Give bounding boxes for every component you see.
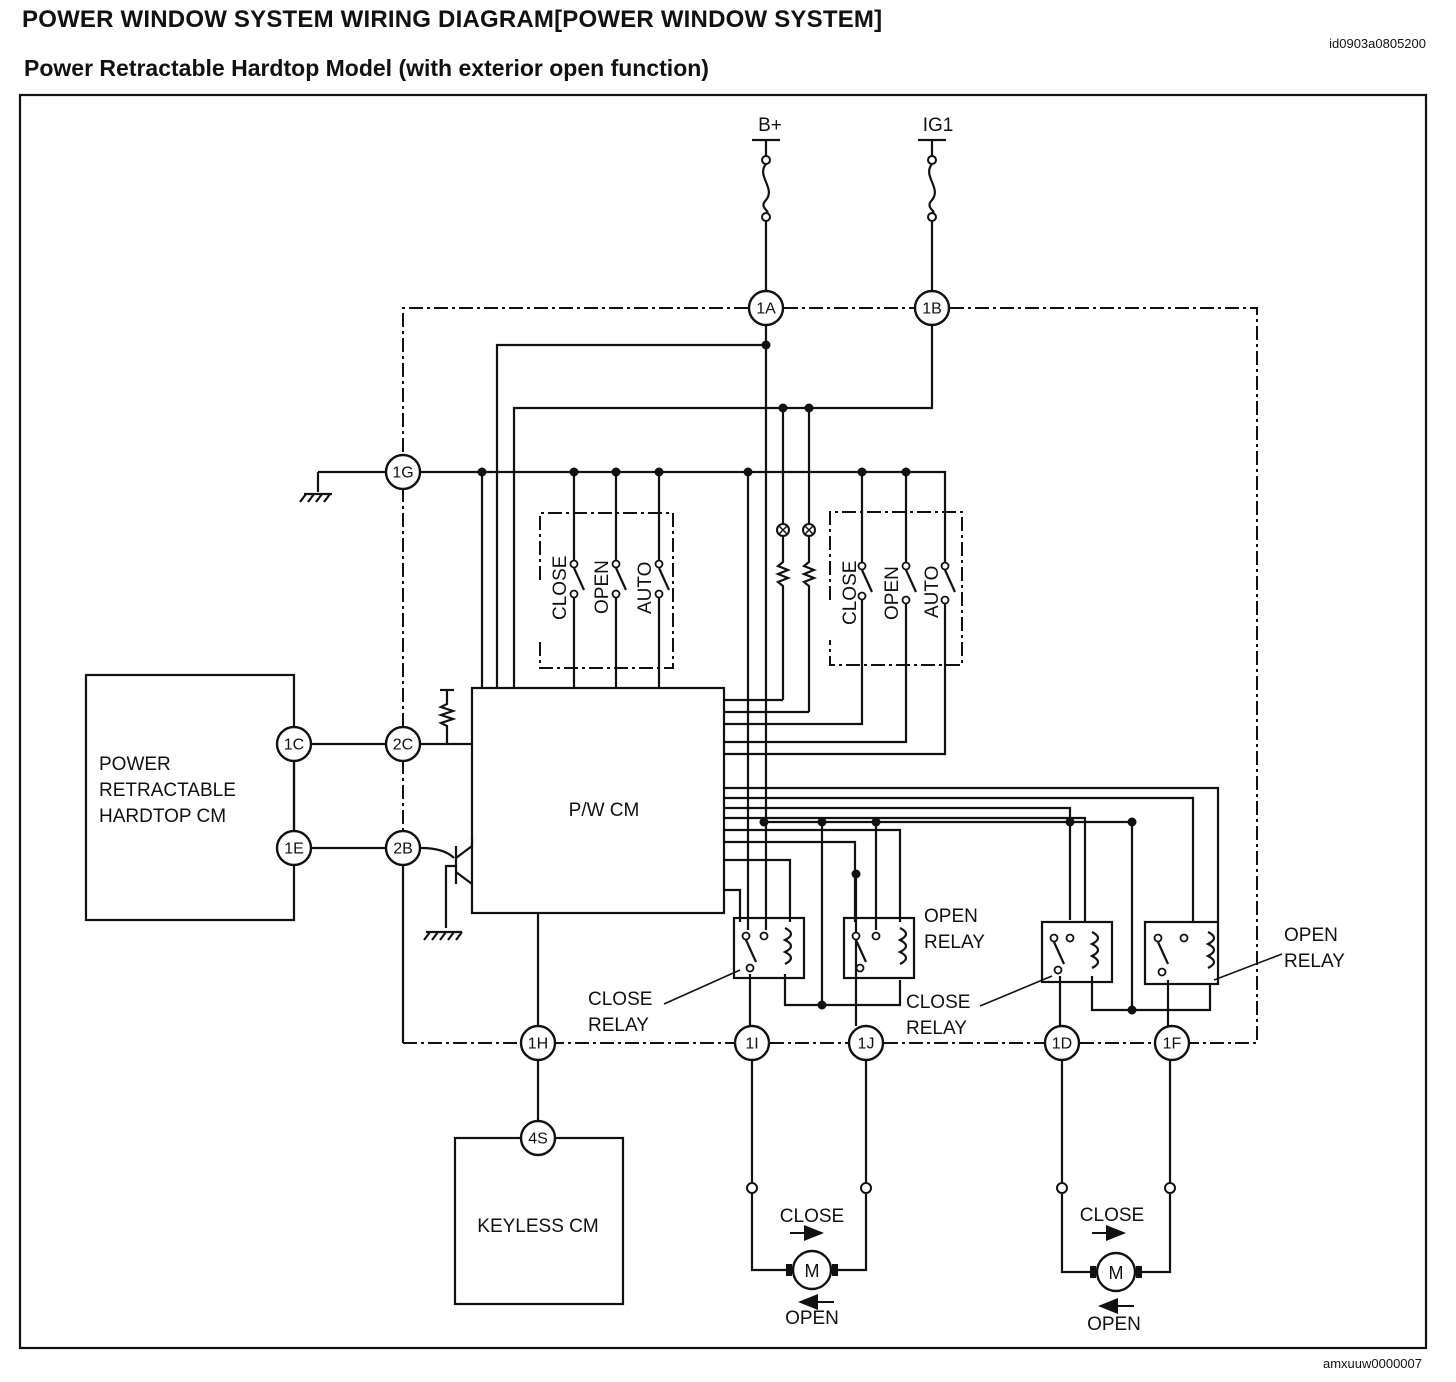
connector-2C: 2C <box>384 725 422 763</box>
close-relay-left <box>732 916 806 980</box>
relay-coil-icon <box>1089 931 1100 969</box>
harness-outline <box>401 307 1258 1044</box>
close-relay-label-line1: CLOSE <box>906 992 970 1013</box>
open-relay-label-line2: RELAY <box>1284 951 1345 972</box>
ignition-label: IG1 <box>923 115 954 136</box>
document-id: id0903a0805200 <box>1329 36 1426 51</box>
pw-cm-box <box>470 686 726 915</box>
connector-1E: 1E <box>275 829 313 867</box>
motor-close-label: CLOSE <box>1080 1205 1144 1226</box>
connector-1I: 1I <box>733 1024 771 1062</box>
switch-close-label: CLOSE <box>550 556 571 620</box>
connector-1B: 1B <box>913 289 951 327</box>
svg-text:1J: 1J <box>858 1036 875 1053</box>
motor-close-label: CLOSE <box>780 1206 844 1227</box>
motor-right: M CLOSE OPEN <box>1056 1060 1176 1335</box>
svg-text:1B: 1B <box>922 301 942 318</box>
close-relay-right <box>1040 920 1114 984</box>
battery-supply: B+ <box>752 115 782 294</box>
transistor-icon <box>444 838 474 928</box>
open-relay-left <box>842 916 916 980</box>
hardtop-cm-label-line1: POWER <box>99 754 171 775</box>
indicator-lamp-icon <box>802 523 816 537</box>
diagram-subtitle: Power Retractable Hardtop Model (with ex… <box>24 55 709 81</box>
window-switch-left: CLOSE OPEN AUTO <box>539 472 674 688</box>
motor-icon <box>1095 1251 1137 1293</box>
svg-text:1E: 1E <box>284 841 304 858</box>
svg-text:2C: 2C <box>393 737 413 754</box>
battery-fuse-icon <box>762 163 770 215</box>
svg-text:2B: 2B <box>393 841 413 858</box>
motor-icon <box>791 1249 833 1291</box>
relay-coil-icon <box>897 927 908 965</box>
relay-control-wiring <box>477 340 1220 1126</box>
pw-cm-label: P/W CM <box>569 800 640 821</box>
pullup-resistor-icon <box>437 690 457 744</box>
motor-open-label: OPEN <box>1087 1314 1141 1335</box>
motor-open-label: OPEN <box>785 1308 839 1329</box>
hardtop-interface-wiring <box>292 688 474 941</box>
close-relay-label-line2: RELAY <box>588 1015 649 1036</box>
svg-text:4S: 4S <box>528 1131 548 1148</box>
keyless-cm-label: KEYLESS CM <box>477 1216 598 1237</box>
svg-text:1D: 1D <box>1052 1036 1072 1053</box>
connector-1G: 1G <box>384 453 422 491</box>
ignition-fuse-icon <box>928 163 936 215</box>
connector-1C: 1C <box>275 725 313 763</box>
resistor-icon <box>775 536 791 700</box>
motor-symbol: M <box>805 1261 820 1281</box>
connector-2B: 2B <box>384 829 422 867</box>
ground-bus <box>299 470 947 512</box>
connector-1J: 1J <box>847 1024 885 1062</box>
svg-text:1A: 1A <box>756 301 776 318</box>
relay-coil-icon <box>782 927 793 965</box>
battery-label: B+ <box>758 115 782 136</box>
connector-4S: 4S <box>519 1119 557 1157</box>
open-relay-label-line2: RELAY <box>924 932 985 953</box>
svg-text:1C: 1C <box>284 737 304 754</box>
connector-1F: 1F <box>1153 1024 1191 1062</box>
open-relay-label-line1: OPEN <box>924 906 978 927</box>
diagram-frame <box>18 93 1428 1350</box>
ignition-supply: IG1 <box>918 115 953 294</box>
connector-1D: 1D <box>1043 1024 1081 1062</box>
open-relay-label-line1: OPEN <box>1284 925 1338 946</box>
motor-left: M CLOSE OPEN <box>746 1060 872 1329</box>
svg-text:1G: 1G <box>392 465 413 482</box>
open-relay-right <box>1143 920 1220 986</box>
indicator-lamp-icon <box>776 523 790 537</box>
resistor-icon <box>801 536 817 712</box>
ground-icon <box>299 492 332 503</box>
relay-coil-icon <box>1205 931 1216 969</box>
svg-text:1H: 1H <box>528 1036 548 1053</box>
figure-id: amxuuw0000007 <box>1322 1356 1422 1371</box>
connector-1A: 1A <box>747 289 785 327</box>
switch-open-label: OPEN <box>592 560 613 614</box>
switch-auto-label: AUTO <box>635 562 656 614</box>
close-relay-label-line1: CLOSE <box>588 989 652 1010</box>
ground-icon <box>423 930 463 941</box>
svg-text:1F: 1F <box>1163 1036 1182 1053</box>
switch-close-label: CLOSE <box>840 561 861 625</box>
connector-1H: 1H <box>519 1024 557 1062</box>
motor-symbol: M <box>1109 1263 1124 1283</box>
hardtop-cm-label-line3: HARDTOP CM <box>99 806 226 827</box>
hardtop-cm-label-line2: RETRACTABLE <box>99 780 236 801</box>
close-relay-label-line2: RELAY <box>906 1018 967 1039</box>
switch-open-label: OPEN <box>882 566 903 620</box>
svg-text:1I: 1I <box>745 1036 758 1053</box>
switch-auto-label: AUTO <box>922 566 943 618</box>
diagram-title: POWER WINDOW SYSTEM WIRING DIAGRAM[POWER… <box>22 6 883 33</box>
power-wiring <box>480 322 934 930</box>
window-switch-right: CLOSE OPEN AUTO <box>724 472 963 756</box>
